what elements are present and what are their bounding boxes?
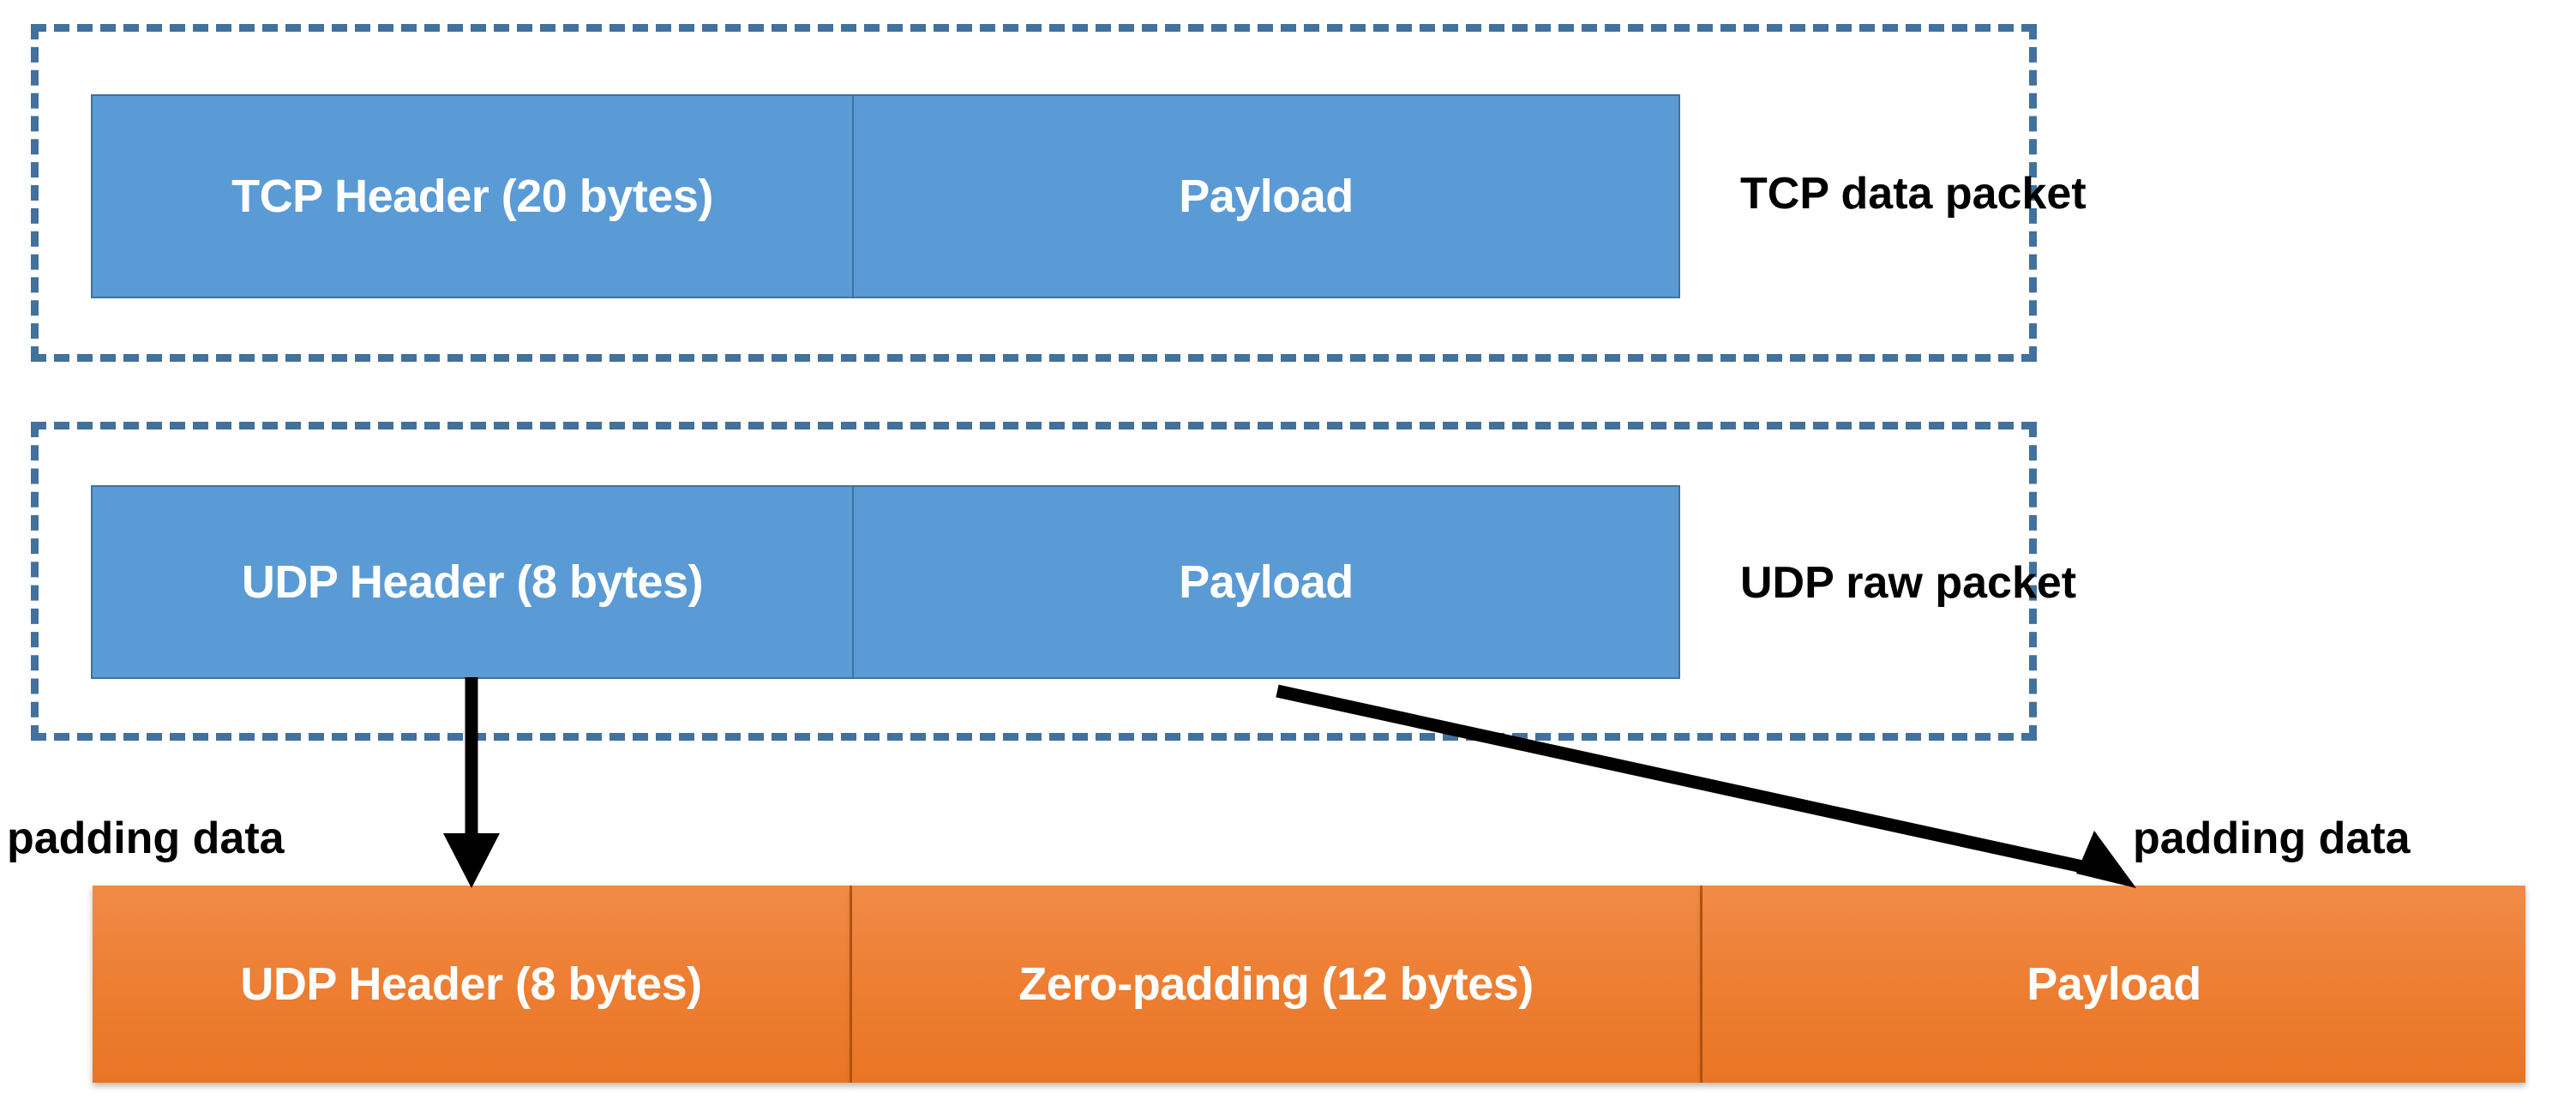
padding-data-label-left: padding data [7, 814, 285, 863]
tcp-payload-segment[interactable]: Payload [852, 94, 1680, 298]
udp-packet-caption: UDP raw packet [1740, 558, 2077, 608]
zero-padding-segment[interactable]: Zero-padding (12 bytes) [852, 886, 1702, 1083]
udp-header-segment-label: UDP Header (8 bytes) [241, 556, 704, 608]
udp-header-segment[interactable]: UDP Header (8 bytes) [91, 485, 854, 679]
tcp-packet-group-box [31, 24, 2037, 362]
padded-payload-segment[interactable]: Payload [1702, 886, 2525, 1083]
padded-payload-segment-label: Payload [2027, 958, 2201, 1010]
tcp-payload-segment-label: Payload [1179, 171, 1354, 222]
udp-payload-segment[interactable]: Payload [852, 485, 1680, 679]
padded-udp-header-segment-label: UDP Header (8 bytes) [240, 958, 702, 1010]
tcp-packet-caption: TCP data packet [1740, 169, 2087, 219]
tcp-header-segment-label: TCP Header (20 bytes) [231, 171, 713, 222]
tcp-header-segment[interactable]: TCP Header (20 bytes) [91, 94, 854, 298]
padding-data-label-right: padding data [2133, 814, 2411, 863]
udp-payload-segment-label: Payload [1179, 556, 1354, 608]
udp-packet-group-box [31, 422, 2037, 741]
padded-udp-header-segment[interactable]: UDP Header (8 bytes) [93, 886, 852, 1083]
zero-padding-segment-label: Zero-padding (12 bytes) [1018, 958, 1534, 1010]
